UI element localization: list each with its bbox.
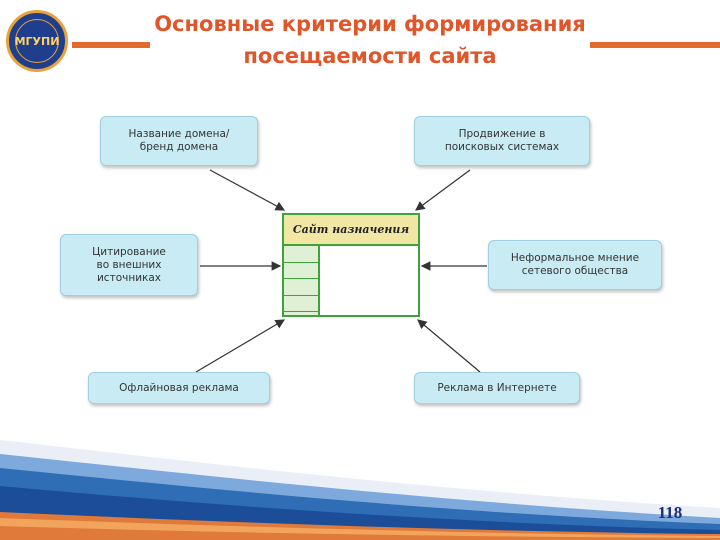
- logo-ring: [15, 19, 59, 63]
- page-title: Основные критерии формирования посещаемо…: [150, 8, 590, 72]
- box-domain-name-line-2: бренд домена: [139, 141, 219, 153]
- box-offline-ads: Офлайновая реклама: [88, 372, 270, 404]
- title-line-2: посещаемости сайта: [150, 40, 590, 72]
- box-search-promotion: Продвижение в поисковых системах: [414, 116, 590, 166]
- box-informal-opinion-line-2: сетевого общества: [521, 265, 629, 277]
- target-site-label: Сайт назначения: [284, 215, 418, 246]
- box-domain-name-line-1: Название домена/: [128, 128, 230, 140]
- side-cell: [284, 263, 318, 279]
- side-cell: [284, 279, 318, 296]
- box-domain-name: Название домена/ бренд домена: [100, 116, 258, 166]
- box-citation-line-3: источниках: [96, 271, 162, 284]
- box-internet-ads-label: Реклама в Интернете: [437, 381, 557, 394]
- side-cell: [284, 246, 318, 263]
- logo-text: МГУПИ: [14, 35, 60, 48]
- target-site-side-column: [284, 246, 320, 315]
- box-informal-opinion: Неформальное мнение сетевого общества: [488, 240, 662, 290]
- arrow-bottom-right: [417, 319, 481, 373]
- box-citation: Цитирование во внешних источниках: [60, 234, 198, 296]
- page-number: 118: [657, 503, 683, 522]
- university-logo: МГУПИ: [6, 10, 68, 72]
- box-search-promotion-line-2: поисковых системах: [444, 141, 560, 153]
- title-line-1: Основные критерии формирования: [150, 8, 590, 40]
- box-search-promotion-line-1: Продвижение в: [458, 128, 546, 140]
- box-offline-ads-label: Офлайновая реклама: [119, 381, 239, 394]
- box-citation-line-1: Цитирование: [92, 245, 166, 258]
- box-informal-opinion-line-1: Неформальное мнение: [510, 252, 640, 264]
- side-cell: [284, 296, 318, 312]
- box-citation-line-2: во внешних: [96, 258, 162, 271]
- arrow-top-right: [415, 169, 471, 211]
- arrow-top-left: [209, 169, 286, 211]
- box-internet-ads: Реклама в Интернете: [414, 372, 580, 404]
- arrow-bottom-left: [195, 319, 286, 373]
- target-site-block: Сайт назначения: [282, 213, 420, 317]
- footer-wave-decoration: [0, 440, 720, 540]
